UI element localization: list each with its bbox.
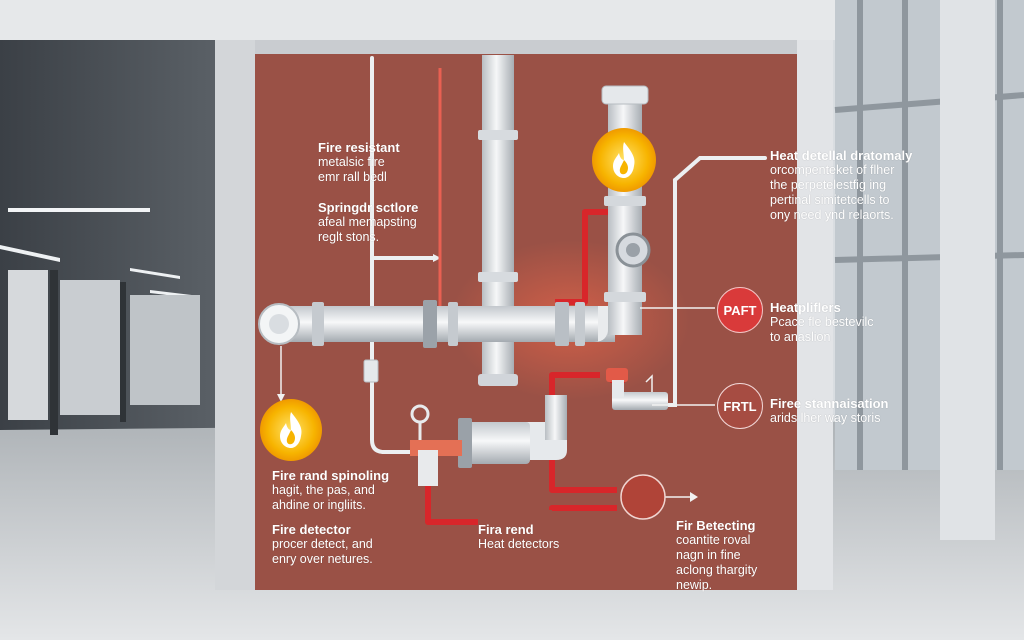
- label-title: Fire rand spinoling: [272, 468, 390, 483]
- label-line: to anaslion: [770, 330, 831, 344]
- label-line: hagit, the pas, and: [272, 483, 375, 497]
- label-title: Heatpliflers: [770, 300, 841, 315]
- label-line: ahdine or ingliits.: [272, 498, 366, 512]
- label-heat-detail: Heat detellal dratomaly orcompenteket of…: [770, 148, 912, 223]
- corridor-panel: [8, 270, 48, 420]
- corridor-panel: [60, 280, 120, 415]
- label-fire-detector: Fire detector procer detect, and enry ov…: [272, 522, 373, 567]
- label-line: enry over netures.: [272, 552, 373, 566]
- label-line: coantite roval: [676, 533, 751, 547]
- badge-frt: FRTL: [717, 383, 763, 429]
- label-line: Pcace fle bestevilc: [770, 315, 874, 329]
- left-column: [215, 40, 255, 590]
- label-line: orcompenteket of flher: [770, 163, 895, 177]
- label-line: the perpetelestfig ing: [770, 178, 887, 192]
- label-line: Heat detectors: [478, 537, 560, 551]
- ceiling-light: [0, 245, 60, 262]
- label-fire-resistant: Fire resistant metalsic fire emr rall be…: [318, 140, 400, 185]
- label-line: afeal memapsting: [318, 215, 417, 229]
- label-line: nagn in fine: [676, 548, 741, 562]
- badge-paft: PAFT: [717, 287, 763, 333]
- label-line: newip.: [676, 578, 713, 592]
- label-title: Heat detellal dratomaly: [770, 148, 913, 163]
- label-title: Fire resistant: [318, 140, 400, 155]
- label-heatspliflers: Heatpliflers Pcace fle bestevilc to anas…: [770, 300, 874, 345]
- corridor-panel: [130, 295, 200, 405]
- label-title: Fir Betecting: [676, 518, 756, 533]
- callout-lines: [280, 307, 715, 498]
- label-title: Fira rend: [478, 522, 534, 537]
- ceiling-light: [130, 268, 180, 279]
- label-title: Firee stannaisation: [770, 396, 889, 411]
- top-beam: [255, 40, 805, 54]
- label-line: ony need ynd relaorts.: [770, 208, 894, 222]
- label-line: emr rall bedl: [318, 170, 387, 184]
- label-fire-rand-spinoling: Fire rand spinoling hagit, the pas, and …: [272, 468, 389, 513]
- right-column: [797, 40, 833, 590]
- lower-valve-body: [460, 422, 530, 464]
- label-title: Springdr sctlore: [318, 200, 419, 215]
- label-line: procer detect, and: [272, 537, 373, 551]
- label-line: aclong thargity: [676, 563, 758, 577]
- label-fira-rend: Fira rend Heat detectors: [478, 522, 559, 552]
- label-title: Fire detector: [272, 522, 351, 537]
- label-line: metalsic fire: [318, 155, 385, 169]
- flame-icon: [592, 128, 656, 192]
- lower-riser: [545, 395, 567, 445]
- label-line: reglt stons.: [318, 230, 380, 244]
- label-sprinkler: Springdr sctlore afeal memapsting reglt …: [318, 200, 418, 245]
- valve-flange: [423, 300, 437, 348]
- label-line: arids lher way storis: [770, 411, 881, 425]
- label-fir-betecting: Fir Betecting coantite roval nagn in fin…: [676, 518, 757, 593]
- label-fire-standardisation: Firee stannaisation arids lher way stori…: [770, 396, 888, 426]
- ceiling-light: [8, 208, 150, 212]
- detector-marker: [620, 474, 666, 520]
- flame-icon: [260, 399, 322, 461]
- column: [940, 0, 995, 540]
- label-line: pertinal simitetcells to: [770, 193, 890, 207]
- red-fitting: [606, 368, 628, 382]
